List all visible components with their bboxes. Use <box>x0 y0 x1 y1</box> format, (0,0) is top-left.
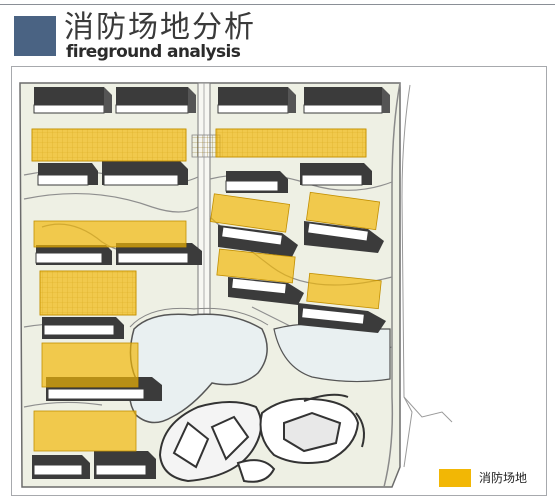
fire-areas <box>31 128 382 452</box>
east-spur <box>403 396 453 423</box>
lake-edge <box>129 307 269 328</box>
fire-area <box>216 248 296 284</box>
fire-area <box>209 193 291 233</box>
site-plan <box>19 82 453 488</box>
top-rule <box>0 4 555 5</box>
south-east-complex <box>158 393 365 483</box>
east-road <box>383 82 401 488</box>
legend-swatch <box>439 469 471 487</box>
east-road-edge <box>401 84 413 468</box>
fire-area <box>33 220 187 248</box>
page-subtitle: fireground analysis <box>66 42 241 62</box>
fire-area <box>31 128 187 162</box>
page-title: 消防场地分析 <box>64 10 256 45</box>
fire-area <box>305 191 381 231</box>
fire-area <box>215 128 367 158</box>
fire-area <box>33 410 137 452</box>
legend-label: 消防场地 <box>479 471 528 485</box>
fire-area <box>39 270 137 316</box>
title-accent-block <box>14 16 56 56</box>
fire-area <box>41 342 139 388</box>
fire-area <box>306 272 382 310</box>
buildings <box>32 87 390 479</box>
